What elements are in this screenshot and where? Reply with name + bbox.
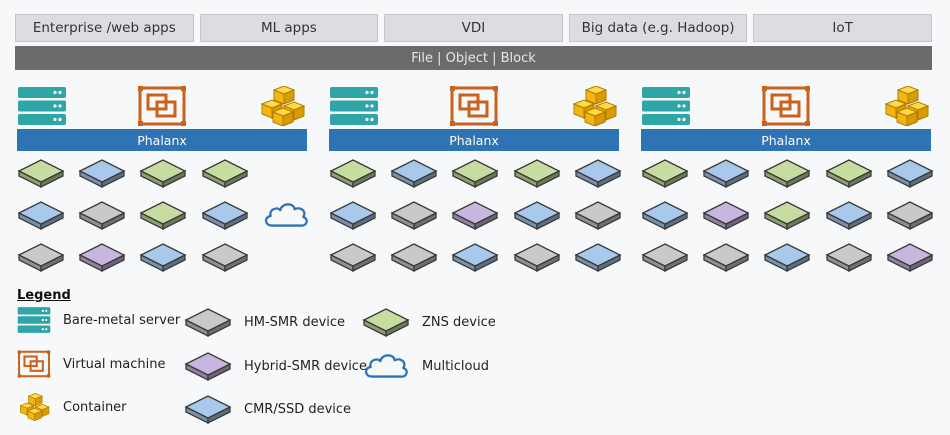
cmr-ssd-device-icon <box>17 201 65 231</box>
cmr-ssd-device-icon <box>513 201 561 231</box>
cmr-ssd-device-icon <box>702 159 750 189</box>
virtual-machine-icon <box>17 349 51 379</box>
app-box-2: ML apps <box>199 14 379 42</box>
container-icon <box>881 86 931 126</box>
virtual-machine-icon <box>449 85 499 127</box>
zns-device-icon <box>362 305 410 339</box>
phalanx-bar: Phalanx <box>641 129 931 151</box>
zns-device-icon <box>329 159 377 189</box>
cmr-ssd-device-icon <box>329 201 377 231</box>
virtual-machine-icon <box>137 85 187 127</box>
server-icon <box>17 86 67 126</box>
cmr-ssd-device-icon <box>886 159 934 189</box>
cmr-ssd-device-icon <box>139 243 187 273</box>
hybrid-smr-device-icon <box>78 243 126 273</box>
hybrid-smr-device-icon <box>886 243 934 273</box>
cmr-ssd-device-icon <box>574 243 622 273</box>
zns-device-icon <box>763 159 811 189</box>
cmr-ssd-device-icon <box>390 159 438 189</box>
container-icon <box>569 86 619 126</box>
zns-device-icon <box>451 159 499 189</box>
phalanx-cluster-1: Phalanx <box>17 84 309 284</box>
multicloud-icon <box>262 198 310 232</box>
server-icon <box>329 86 379 126</box>
phalanx-bar: Phalanx <box>17 129 307 151</box>
container-icon <box>257 86 307 126</box>
zns-device-icon <box>641 159 689 189</box>
phalanx-cluster-2: Phalanx <box>329 84 622 284</box>
app-box-1: Enterprise /web apps <box>15 14 194 42</box>
legend: Legend Bare-metal server Virtual machine… <box>17 288 537 428</box>
legend-item-zns: ZNS device <box>362 305 496 339</box>
cmr-ssd-device-icon <box>451 243 499 273</box>
legend-item-multicloud: Multicloud <box>362 349 489 383</box>
zns-device-icon <box>763 201 811 231</box>
legend-label-container: Container <box>63 399 127 415</box>
server-icon <box>641 86 691 126</box>
legend-label-zns: ZNS device <box>422 314 496 330</box>
hm-smr-device-icon <box>641 243 689 273</box>
legend-label-hm-smr: HM-SMR device <box>244 314 346 330</box>
hm-smr-device-icon <box>574 201 622 231</box>
hm-smr-device-icon <box>886 201 934 231</box>
hm-smr-device-icon <box>184 305 232 339</box>
hm-smr-device-icon <box>390 201 438 231</box>
legend-label-vm: Virtual machine <box>63 356 166 372</box>
server-icon <box>17 305 51 335</box>
legend-item-container: Container <box>17 392 127 422</box>
zns-device-icon <box>17 159 65 189</box>
app-box-4: Big data (e.g. Hadoop) <box>568 14 748 42</box>
zns-device-icon <box>513 159 561 189</box>
legend-title: Legend <box>17 288 71 303</box>
app-box-3: VDI <box>384 14 563 42</box>
hm-smr-device-icon <box>825 243 873 273</box>
legend-item-vm: Virtual machine <box>17 349 165 379</box>
hybrid-smr-device-icon <box>702 201 750 231</box>
zns-device-icon <box>139 201 187 231</box>
multicloud-icon <box>362 349 410 383</box>
legend-label-multicloud: Multicloud <box>422 358 489 374</box>
legend-label-cmr-ssd: CMR/SSD device <box>244 401 352 417</box>
legend-label-hybrid-smr: Hybrid-SMR device <box>244 358 367 374</box>
legend-item-server: Bare-metal server <box>17 305 180 335</box>
cmr-ssd-device-icon <box>201 201 249 231</box>
hm-smr-device-icon <box>329 243 377 273</box>
hybrid-smr-device-icon <box>451 201 499 231</box>
hm-smr-device-icon <box>702 243 750 273</box>
hm-smr-device-icon <box>78 201 126 231</box>
virtual-machine-icon <box>761 85 811 127</box>
container-icon <box>17 392 51 422</box>
legend-item-cmr-ssd: CMR/SSD device <box>184 392 351 426</box>
cmr-ssd-device-icon <box>641 201 689 231</box>
cmr-ssd-device-icon <box>763 243 811 273</box>
phalanx-bar: Phalanx <box>329 129 619 151</box>
phalanx-cluster-3: Phalanx <box>641 84 934 284</box>
cmr-ssd-device-icon <box>825 201 873 231</box>
hm-smr-device-icon <box>201 243 249 273</box>
cmr-ssd-device-icon <box>574 159 622 189</box>
storage-protocol-label: File | Object | Block <box>411 50 536 66</box>
zns-device-icon <box>825 159 873 189</box>
legend-label-server: Bare-metal server <box>63 312 181 328</box>
hm-smr-device-icon <box>390 243 438 273</box>
cmr-ssd-device-icon <box>78 159 126 189</box>
zns-device-icon <box>201 159 249 189</box>
legend-item-hm-smr: HM-SMR device <box>184 305 345 339</box>
storage-protocol-bar: File | Object | Block <box>15 46 932 70</box>
hybrid-smr-device-icon <box>184 349 232 383</box>
hm-smr-device-icon <box>17 243 65 273</box>
hm-smr-device-icon <box>513 243 561 273</box>
legend-item-hybrid-smr: Hybrid-SMR device <box>184 349 367 383</box>
zns-device-icon <box>139 159 187 189</box>
app-box-5: IoT <box>753 14 932 42</box>
cmr-ssd-device-icon <box>184 392 232 426</box>
